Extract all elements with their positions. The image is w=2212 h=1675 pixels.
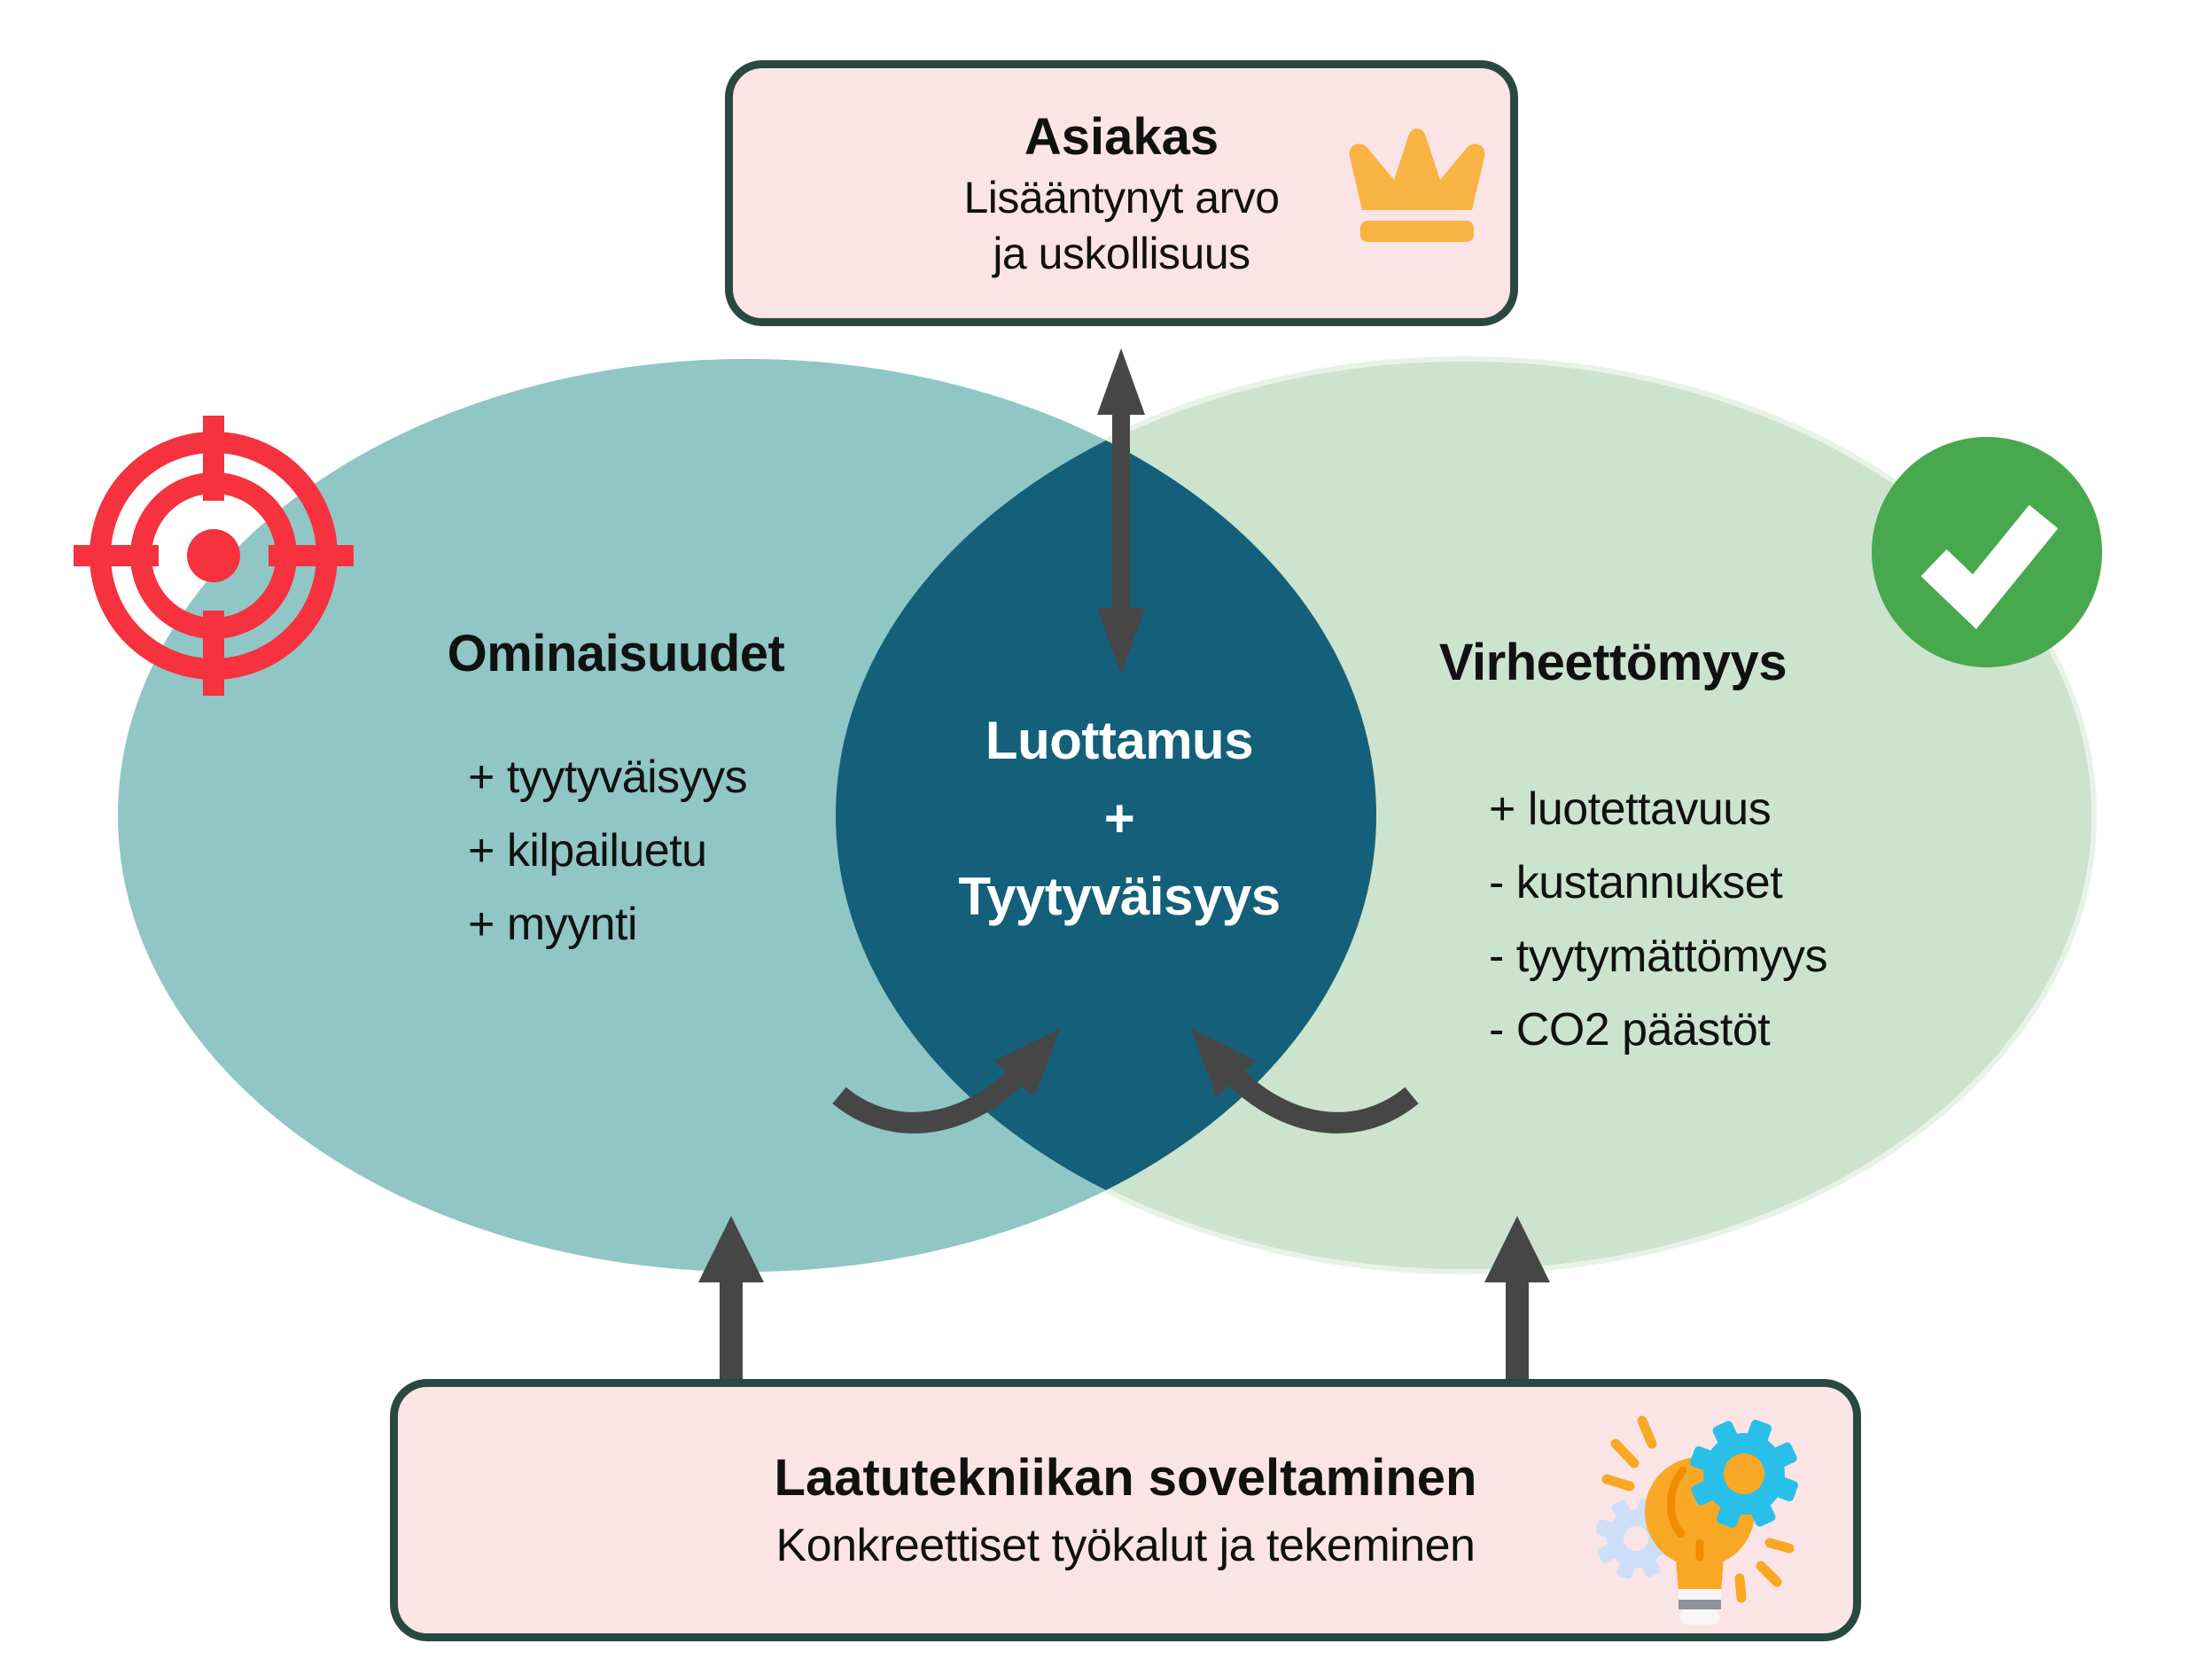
left-ellipse-title: Ominaisuudet: [447, 625, 785, 682]
overlap-line3: Tyytyväisyys: [958, 867, 1281, 926]
left-ellipse-list: + tyytyväisyys + kilpailuetu + myynti: [468, 741, 748, 962]
customer-box: Asiakas Lisääntynyt arvo ja uskollisuus: [725, 60, 1518, 326]
quality-tools-subtitle: Konkreettiset työkalut ja tekeminen: [775, 1520, 1476, 1571]
right-ellipse-title: Virheettömyys: [1438, 634, 1788, 691]
list-item: - tyytymättömyys: [1489, 931, 1828, 982]
curved-arrow-left: [832, 1028, 1061, 1134]
overlap-line2: +: [1103, 789, 1135, 848]
target-icon: [74, 416, 354, 696]
list-item: + kilpailuetu: [468, 825, 707, 876]
lightbulb-gears-icon: [1596, 1415, 1798, 1624]
bottom-left-arrow: [698, 1216, 764, 1381]
overlap-text: Luottamus + Tyytyväisyys: [884, 702, 1354, 936]
list-item: + luotettavuus: [1489, 783, 1772, 835]
quality-tools-title: Laatutekniikan soveltaminen: [774, 1449, 1477, 1507]
customer-box-line1: Lisääntynyt arvo: [963, 173, 1280, 222]
overlap-line1: Luottamus: [985, 711, 1254, 770]
right-ellipse-list: + luotettavuus - kustannukset - tyytymät…: [1489, 773, 1828, 1067]
bottom-right-arrow: [1484, 1216, 1550, 1381]
curved-arrow-right: [1190, 1028, 1419, 1134]
list-item: - CO2 päästöt: [1489, 1004, 1771, 1056]
list-item: + myynti: [468, 899, 638, 950]
quality-tools-box: Laatutekniikan soveltaminen Konkreettise…: [390, 1379, 1861, 1641]
up-down-arrow: [1097, 348, 1145, 674]
customer-box-line2: ja uskollisuus: [993, 229, 1250, 278]
crown-icon: [1349, 129, 1485, 242]
overlap-lens-shape: [836, 359, 1376, 1272]
check-icon: [1872, 437, 2102, 667]
list-item: + tyytyväisyys: [468, 752, 748, 803]
list-item: - kustannukset: [1489, 857, 1783, 908]
customer-box-title: Asiakas: [1024, 108, 1219, 166]
